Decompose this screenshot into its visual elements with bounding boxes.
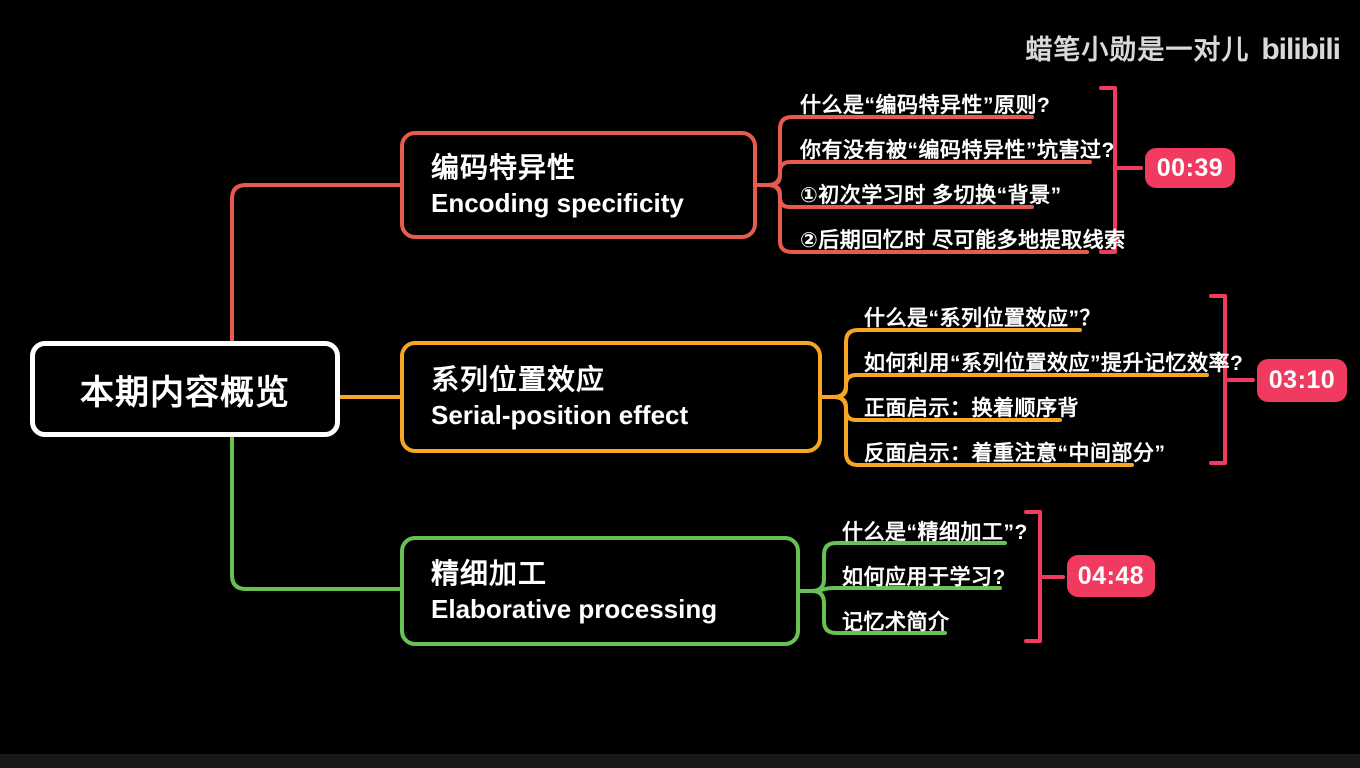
root-node-label: 本期内容概览 [80,373,290,412]
branch1-connectors [230,115,1092,343]
bilibili-logo: bilibili [1261,33,1341,66]
branch3-subtopic-2: 如何应用于学习? [842,566,1006,589]
branch3-node: 精细加工 Elaborative processing [400,536,800,646]
bottom-bar [0,754,1360,768]
branch3-connectors [230,435,1007,635]
branch1-subtopic-4: ②后期回忆时 尽可能多地提取线索 [800,229,1126,252]
branch2-time-badge: 03:10 [1257,359,1347,402]
root-node: 本期内容概览 [30,341,340,437]
branch3-child3-underline [810,589,947,635]
branch2-child4-underline [832,395,1134,467]
branch2-bracket [1209,294,1227,465]
branch3-bracket [1024,510,1042,643]
branch2-subtopic-3: 正面启示：换着顺序背 [864,397,1079,420]
branch1-time-badge: 00:39 [1145,148,1235,188]
branch2-title-en: Serial-position effect [431,399,689,430]
branch1-title-zh: 编码特异性 [431,151,577,183]
branch3-title-en: Elaborative processing [431,593,718,624]
branch2-subtopic-4: 反面启示：着重注意“中间部分” [864,442,1166,465]
branch1-subtopic-1: 什么是“编码特异性”原则? [800,94,1051,117]
timeline-brackets [1024,86,1255,643]
branch2-subtopic-2: 如何利用“系列位置效应”提升记忆效率? [864,352,1244,375]
root-to-branch3-line [230,435,402,591]
branch3-title-zh: 精细加工 [431,557,548,589]
branch2-connectors [338,328,1209,467]
branch1-title-en: Encoding specificity [431,187,684,218]
branch1-subtopic-2: 你有没有被“编码特异性”坑害过? [800,139,1115,162]
branch1-node: 编码特异性 Encoding specificity [400,131,757,239]
branch3-subtopic-1: 什么是“精细加工”? [842,521,1028,544]
branch3-time-badge: 04:48 [1067,555,1155,597]
branch3-subtopic-3: 记忆术简介 [842,611,950,634]
channel-name: 蜡笔小勋是一对儿 [1025,35,1250,65]
branch2-title-zh: 系列位置效应 [431,363,606,395]
branch2-subtopic-1: 什么是“系列位置效应”？ [864,307,1101,330]
branch1-child4-underline [766,183,1089,254]
watermark: 蜡笔小勋是一对儿 bilibili [1025,28,1341,67]
root-to-branch1-line [230,183,402,343]
branch2-node: 系列位置效应 Serial-position effect [400,341,822,453]
branch1-subtopic-3: ①初次学习时 多切换“背景” [800,184,1062,207]
